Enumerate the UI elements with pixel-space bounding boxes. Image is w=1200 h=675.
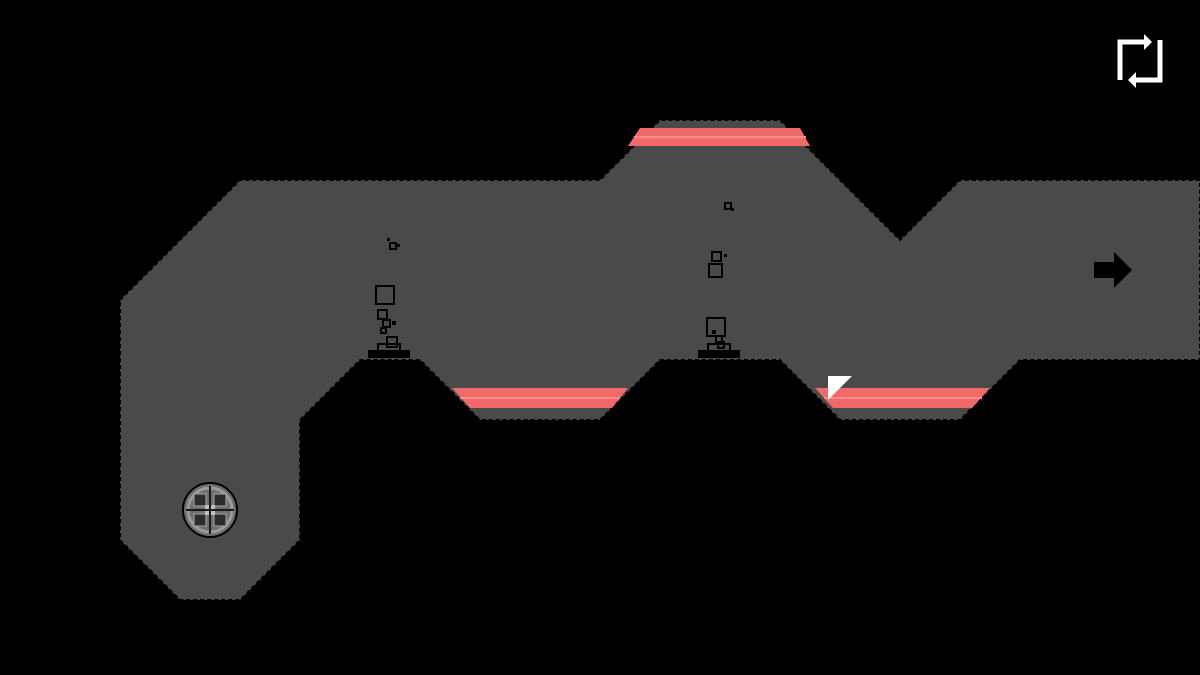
vent-particles-center xyxy=(706,202,732,349)
exit-arrow-icon[interactable] xyxy=(1094,252,1132,288)
hazard-bottom-left xyxy=(452,388,628,408)
hazard-top xyxy=(628,128,810,146)
restart-loop-icon[interactable] xyxy=(1110,32,1168,90)
ball-player-icon[interactable] xyxy=(182,482,238,538)
steam-vent-center xyxy=(698,202,740,358)
goal-marker xyxy=(828,376,852,400)
level-corridor xyxy=(119,119,1200,601)
steam-vent-left xyxy=(368,238,410,358)
hazard-bottom-right xyxy=(815,388,990,408)
vent-particles-left xyxy=(375,242,398,348)
